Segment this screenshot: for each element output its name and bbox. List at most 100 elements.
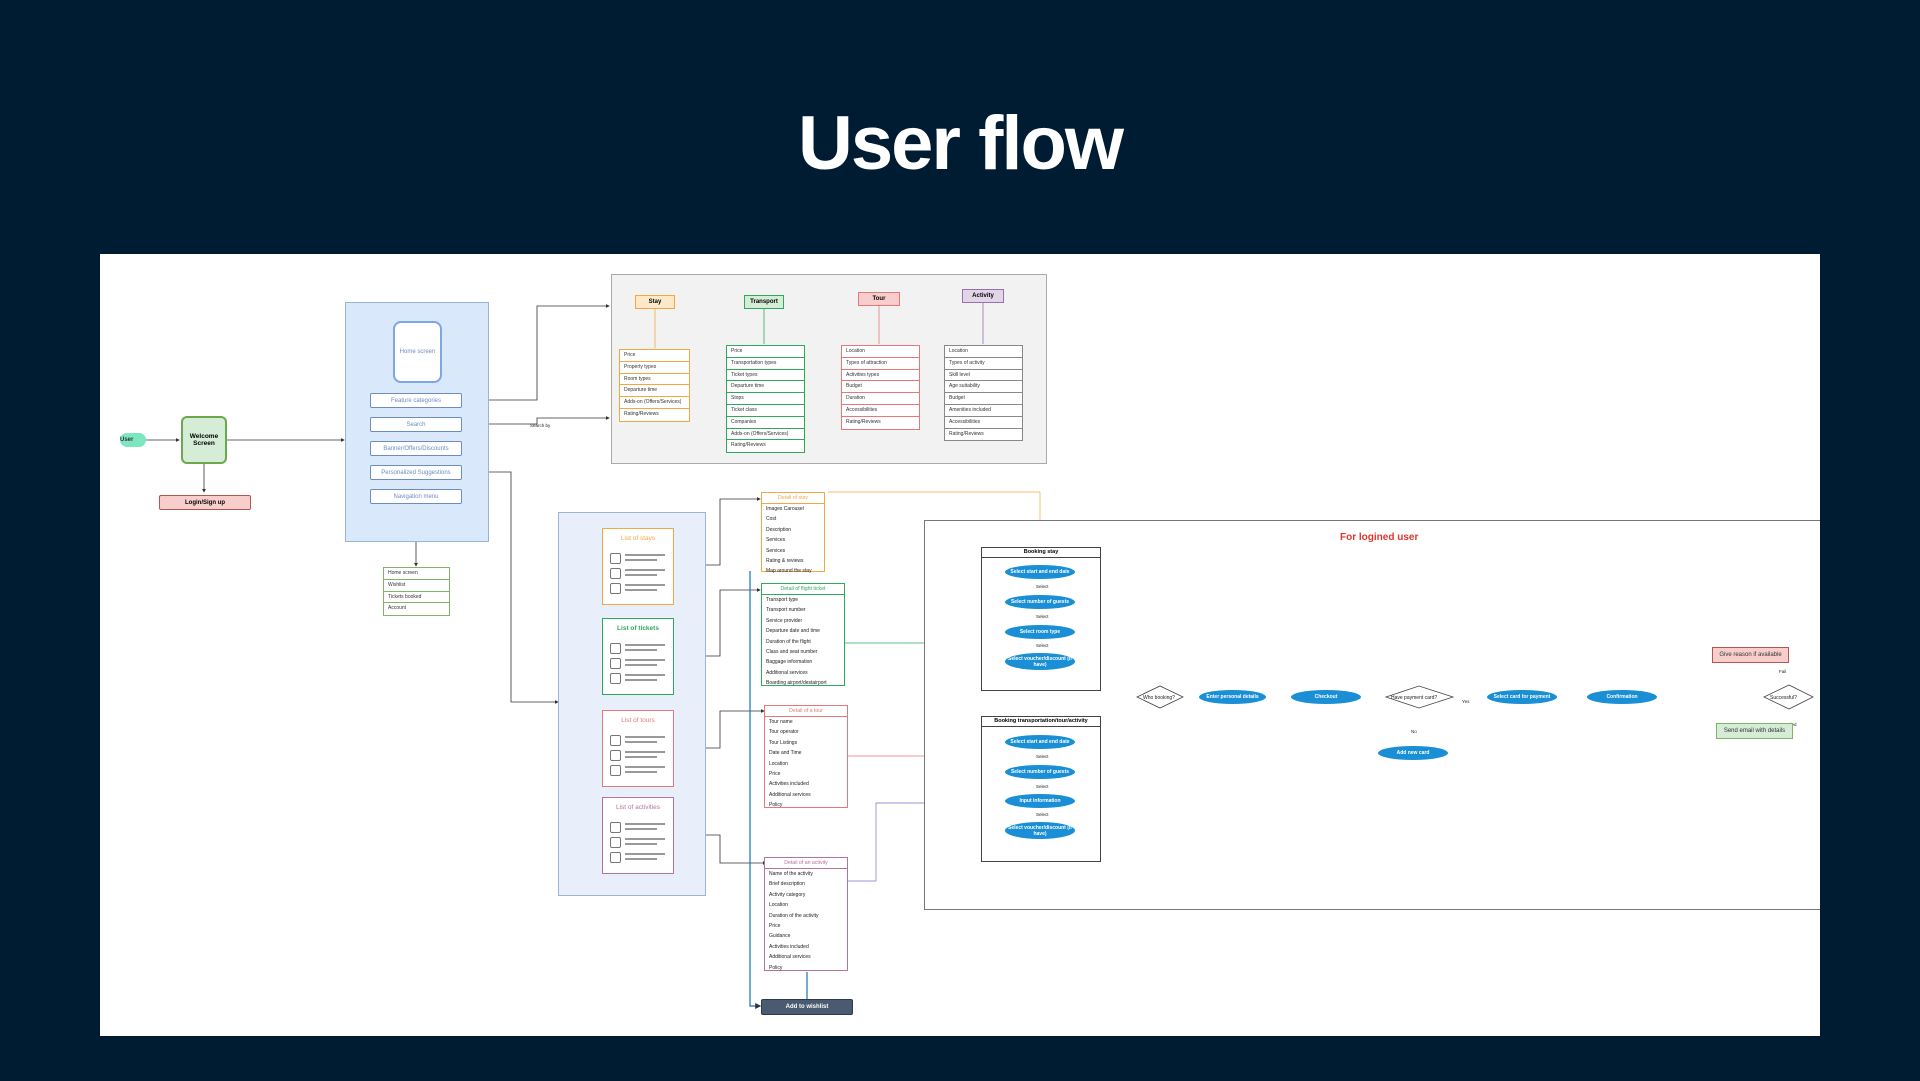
detail-row: Location — [769, 760, 788, 767]
personal-details-pill: Enter personal details — [1199, 690, 1266, 704]
select-connector-label: Select — [1036, 643, 1049, 648]
detail-row: Name of the activity — [769, 871, 813, 877]
filter-item: Price — [727, 346, 804, 358]
list-checkbox — [610, 568, 621, 579]
decision-diamonds — [1136, 684, 1814, 710]
fail-reason-label: Give reason if available — [1719, 652, 1782, 658]
category-label: Activity — [972, 293, 994, 299]
filter-item: Stops — [727, 393, 804, 405]
detail-card-title: Detail of stay — [762, 493, 824, 504]
detail-row: Images Carousel — [766, 506, 804, 512]
detail-row: Policy — [769, 802, 783, 809]
list-line-placeholder — [625, 843, 657, 845]
detail-row: Price — [769, 771, 781, 778]
other-step-pill: Select voucher/discount (if have) — [1005, 822, 1075, 839]
successful-label: Successful? — [1770, 695, 1797, 701]
tour-filter-list: Location Types of attraction Activities … — [841, 345, 920, 430]
detail-row: Departure date and time — [766, 628, 820, 635]
list-line-placeholder — [625, 559, 657, 561]
filter-item: Ticket class — [727, 405, 804, 417]
home-button-label: Feature categories — [390, 397, 442, 404]
category-activity: Activity — [962, 289, 1004, 303]
home-button-personalized: Personalized Suggestions — [370, 465, 462, 480]
list-line-placeholder — [625, 574, 657, 576]
filter-item: Room types — [620, 374, 689, 386]
home-button-label: Search — [406, 421, 426, 428]
stay-step-pill: Select room type — [1005, 625, 1075, 639]
home-button-banner: Banner/Offers/Discounts — [370, 441, 462, 456]
list-line-placeholder — [625, 674, 665, 676]
filter-item: Amenities included — [945, 405, 1022, 417]
filter-item: Departure time — [620, 385, 689, 398]
stay-step-pill: Select voucher/discount (if have) — [1005, 653, 1075, 670]
category-arrows — [654, 303, 984, 348]
detail-row: Location — [769, 902, 788, 909]
other-step-pill: Select number of guests — [1005, 765, 1075, 779]
stay-filter-list: Price Property types Room types Departur… — [619, 349, 690, 422]
filter-item: Price — [620, 350, 689, 362]
detail-row: Duration of the flight — [766, 638, 811, 645]
list-of-tickets-card: List of tickets — [602, 618, 674, 695]
filter-item: Ticket types — [727, 370, 804, 382]
filter-item: Property types — [620, 362, 689, 374]
filter-item: Duration — [842, 393, 919, 405]
list-line-placeholder — [625, 569, 665, 571]
list-checkbox — [610, 553, 621, 564]
list-line-placeholder — [625, 664, 657, 666]
detail-card-title: Detail of a tour — [765, 706, 847, 717]
detail-row: Description — [766, 526, 792, 533]
list-line-placeholder — [625, 853, 665, 855]
list-checkbox — [610, 673, 621, 684]
select-card-pill: Select card for payment — [1487, 690, 1557, 704]
yes-label: Yes — [1462, 699, 1470, 704]
filter-item: Accessibilities — [945, 417, 1022, 429]
filter-item: Budget — [945, 393, 1022, 405]
home-button-feature-categories: Feature categories — [370, 393, 462, 408]
select-connector-label: Select — [1036, 784, 1049, 789]
filter-item: Types of attraction — [842, 358, 919, 370]
detail-row: Services — [766, 537, 786, 544]
list-checkbox — [610, 750, 621, 761]
nav-item: Account — [388, 605, 407, 612]
detail-row: Activity category — [769, 891, 806, 898]
fail-reason-node: Give reason if available — [1712, 647, 1789, 663]
list-line-placeholder — [625, 741, 657, 743]
detail-row: Service provider — [766, 617, 803, 624]
list-of-activities-card: List of activities — [602, 797, 674, 874]
detail-row: Transport number — [766, 607, 806, 614]
list-line-placeholder — [625, 589, 657, 591]
list-of-stays-card: List of stays — [602, 528, 674, 605]
home-button-label: Personalized Suggestions — [381, 469, 451, 476]
filter-item: Rating/Reviews — [949, 430, 984, 437]
other-step-pill: Select start and end date — [1005, 735, 1075, 749]
welcome-label: Welcome Screen — [189, 433, 219, 447]
detail-card-title: Detail of flight ticket — [762, 584, 844, 595]
list-checkbox — [610, 822, 621, 833]
list-checkbox — [610, 735, 621, 746]
detail-row: Guidance — [769, 933, 791, 940]
list-checkbox — [610, 765, 621, 776]
filter-item: Transportation types — [727, 358, 804, 370]
detail-row: Rating & reviews — [766, 558, 804, 565]
list-line-placeholder — [625, 736, 665, 738]
detail-row: Cost — [766, 516, 777, 523]
detail-card-title: Detail of an activity — [765, 858, 847, 869]
list-line-placeholder — [625, 766, 665, 768]
home-button-search: Search — [370, 417, 462, 432]
detail-row: Additional services — [769, 954, 811, 961]
nav-menu-list: Home screen Wishlist Tickets booked Acco… — [383, 567, 450, 617]
list-checkbox — [610, 658, 621, 669]
booking-stay-title: Booking stay — [982, 548, 1100, 558]
list-line-placeholder — [625, 823, 665, 825]
category-tour: Tour — [858, 292, 900, 306]
detail-row: Duration of the activity — [769, 912, 819, 919]
detail-row: Boarding airport/destairport — [766, 680, 827, 687]
category-label: Transport — [750, 299, 778, 305]
nav-item: Tickets booked — [384, 592, 449, 604]
transport-filter-list: Price Transportation types Ticket types … — [726, 345, 805, 454]
list-line-placeholder — [625, 858, 657, 860]
detail-row: Tour operator — [769, 729, 799, 736]
filter-item: Adds-on (Offers/Services) — [620, 397, 689, 409]
list-line-placeholder — [625, 771, 657, 773]
send-email-label: Send email with details — [1723, 728, 1786, 734]
